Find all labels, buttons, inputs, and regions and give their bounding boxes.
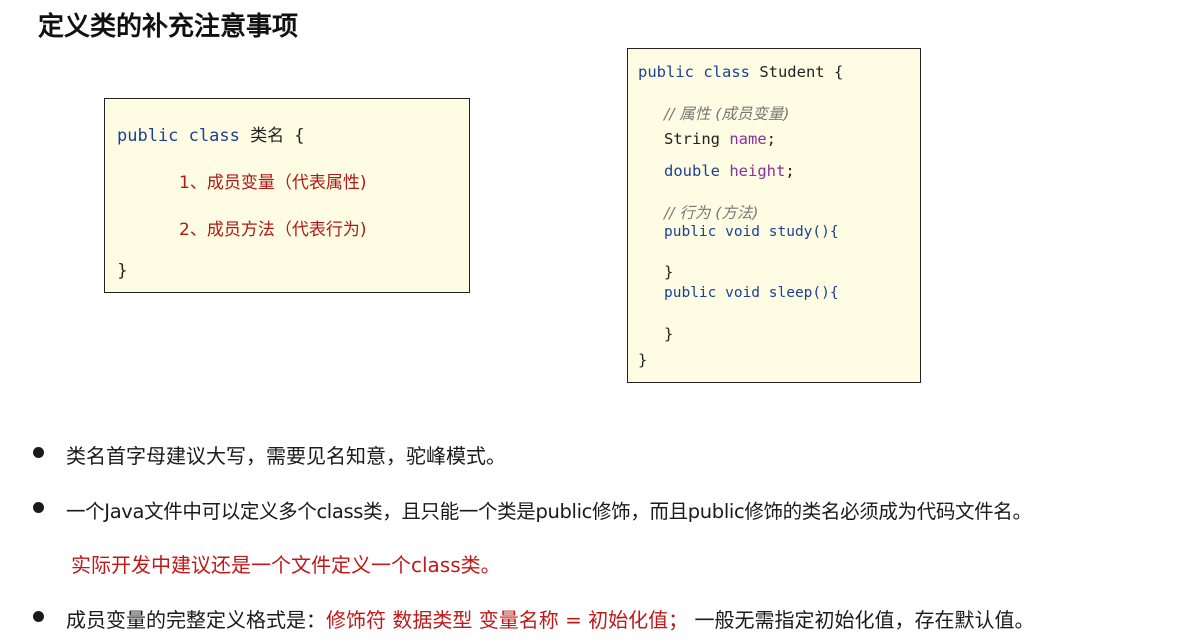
bullet-dot <box>33 447 44 458</box>
method-sleep-close: } <box>664 325 674 343</box>
point-field-format: 成员变量的完整定义格式是：修饰符 数据类型 变量名称 = 初始化值； 一般无需指… <box>66 604 1035 633</box>
class-syntax-box: public class 类名 { 1、成员变量（代表属性) 2、成员方法（代表… <box>104 98 470 293</box>
field-identifier: name <box>729 130 767 148</box>
field-name: String name; <box>664 130 776 148</box>
syntax-item-members: 1、成员变量（代表属性) <box>179 173 367 193</box>
comment-methods: // 行为 (方法) <box>664 204 759 222</box>
format-suffix: 一般无需指定初始化值，存在默认值。 <box>688 608 1035 632</box>
point-file-rule: 一个Java文件中可以定义多个class类，且只能一个类是public修饰，而且… <box>66 500 1032 523</box>
student-code-box: public class Student { // 属性 (成员变量) Stri… <box>627 48 921 383</box>
semicolon: ; <box>785 162 795 180</box>
code-keyword: public class <box>638 63 750 81</box>
method-sleep: public void sleep(){ <box>664 285 839 301</box>
code-class-decl: public class Student { <box>638 63 843 81</box>
syntax-item-methods: 2、成员方法（代表行为) <box>179 220 367 240</box>
method-study: public void study(){ <box>664 224 839 240</box>
field-type: double <box>664 162 720 180</box>
page-title: 定义类的补充注意事项 <box>38 12 299 42</box>
point-practice-note: 实际开发中建议还是一个文件定义一个class类。 <box>71 553 501 577</box>
syntax-class-name: 类名 { <box>239 126 305 146</box>
field-type: String <box>664 130 720 148</box>
field-height: double height; <box>664 162 795 180</box>
point-naming: 类名首字母建议大写，需要见名知意，驼峰模式。 <box>66 444 506 468</box>
comment-attributes: // 属性 (成员变量) <box>664 105 790 123</box>
format-prefix: 成员变量的完整定义格式是： <box>66 608 326 632</box>
syntax-header: public class 类名 { <box>117 121 305 146</box>
semicolon: ; <box>766 130 777 148</box>
bullet-dot <box>33 502 44 513</box>
code-class-name: Student { <box>749 63 844 81</box>
syntax-close-brace: } <box>117 261 128 281</box>
format-syntax: 修饰符 数据类型 变量名称 = 初始化值； <box>326 608 689 632</box>
method-study-close: } <box>664 263 674 281</box>
class-close-brace: } <box>638 351 648 369</box>
bullet-dot <box>33 611 44 622</box>
field-identifier: height <box>729 162 786 180</box>
syntax-keyword: public class <box>117 126 240 146</box>
